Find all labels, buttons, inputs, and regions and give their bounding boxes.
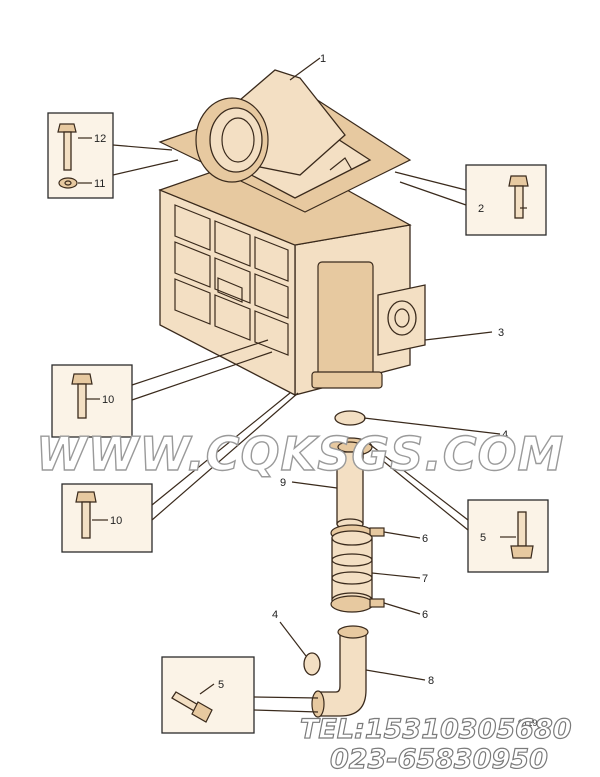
callout-5-lower: 5 xyxy=(218,679,224,691)
callout-10-lower: 10 xyxy=(110,515,122,527)
tube-9 xyxy=(336,451,364,530)
bolt-12-icon xyxy=(57,123,77,171)
callout-5-right: 5 xyxy=(480,532,486,544)
figure-code: 0119 xyxy=(518,718,537,728)
housing-side-port xyxy=(311,261,426,389)
bolt-10-lower-icon xyxy=(75,491,97,539)
o-ring-upper xyxy=(334,410,366,426)
callout-8: 8 xyxy=(428,675,434,687)
bolt-5-lower-icon xyxy=(171,691,213,723)
bolt-box-2 xyxy=(465,164,547,236)
o-ring-lower xyxy=(303,652,321,676)
callout-6-upper: 6 xyxy=(422,533,428,545)
bolt-box-5-right xyxy=(467,499,549,573)
bolt-5-right-icon xyxy=(510,511,534,559)
callout-4-lower: 4 xyxy=(272,609,278,621)
housing-grid xyxy=(174,204,289,356)
clamp-lower xyxy=(330,595,385,613)
contact-phone: 023-65830950 xyxy=(330,744,548,775)
callout-4-upper: 4 xyxy=(502,429,508,441)
bolt-box-10-upper xyxy=(51,364,133,438)
contact-tel: TEL:15310305680 xyxy=(300,714,572,745)
washer-11-icon xyxy=(58,177,78,189)
callout-2: 2 xyxy=(478,203,484,215)
bolt-box-5-lower xyxy=(161,656,255,734)
watermark-text: WWW.CQKSGS.COM xyxy=(36,427,564,481)
bolt-box-12-11 xyxy=(47,112,114,199)
callout-3: 3 xyxy=(498,327,504,339)
bolt-10-upper-icon xyxy=(71,373,93,419)
bolt-box-10-lower xyxy=(61,483,153,553)
callout-11: 11 xyxy=(94,178,105,190)
elbow-8 xyxy=(311,625,369,718)
bolt-2-icon xyxy=(508,175,529,219)
callout-6-lower: 6 xyxy=(422,609,428,621)
leader-lines xyxy=(78,57,527,713)
callout-12: 12 xyxy=(94,133,106,145)
callout-9: 9 xyxy=(280,477,286,489)
top-hood xyxy=(158,69,412,213)
callout-1: 1 xyxy=(320,53,326,65)
callout-7: 7 xyxy=(422,573,428,585)
callout-labels: 1 12 11 2 3 10 4 9 10 6 5 7 6 4 8 5 xyxy=(94,53,508,691)
callout-10-upper: 10 xyxy=(102,394,114,406)
